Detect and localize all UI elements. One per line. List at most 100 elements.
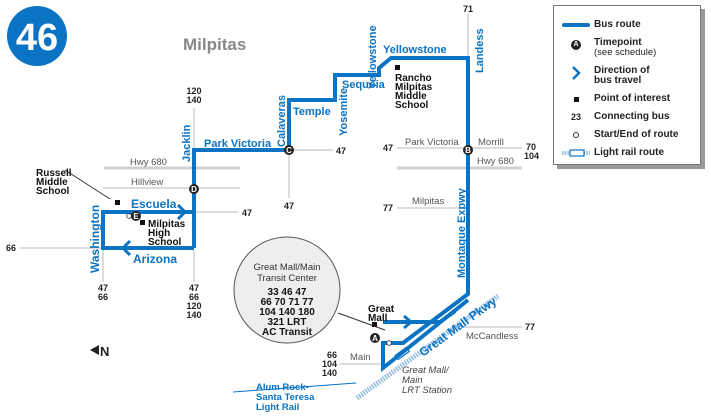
- poi-rancho-line4: School: [395, 100, 429, 111]
- legend-item-connecting-bus: 23 Connecting bus: [554, 108, 700, 126]
- street-temple: Temple: [293, 106, 331, 118]
- cross-milpitas: Milpitas: [412, 196, 444, 207]
- connection-park-victoria-west: 47: [383, 143, 393, 153]
- connection-landess-north: 71: [463, 4, 473, 14]
- transit-center-title-1: Great Mall/Main: [253, 262, 320, 273]
- connection-morrill-east-1: 70: [526, 142, 536, 152]
- poi-rancho-line1: Rancho: [395, 73, 432, 84]
- cross-hillview: Hillview: [131, 177, 163, 188]
- connection-main-west-3: 140: [322, 368, 337, 378]
- point-of-interest-icon: [562, 90, 590, 108]
- poi-milpitas-high-icon: [140, 220, 145, 225]
- connection-jacklin-south-1: 47: [189, 283, 199, 293]
- legend-label: Start/End of route: [594, 129, 679, 140]
- light-rail-label-line2: Santa Teresa: [256, 392, 315, 403]
- connection-jacklin-south-3: 120: [186, 301, 201, 311]
- transit-center-title-2: Transit Center: [257, 273, 317, 284]
- connection-washington-south-2: 66: [98, 292, 108, 302]
- russell-callout-line: [64, 169, 111, 200]
- street-montague: Montague Expwy: [456, 187, 468, 278]
- transit-center-routes-4: 321 LRT: [268, 317, 307, 328]
- cross-morrill: Morrill: [478, 137, 504, 148]
- route-number: 46: [16, 17, 58, 59]
- cross-mccandless: McCandless: [466, 331, 519, 342]
- route-badge: 46: [7, 6, 67, 66]
- connection-washington-south-1: 47: [98, 283, 108, 293]
- poi-great-mall-line1: Great: [368, 304, 395, 315]
- poi-russell-line1: Russell: [36, 168, 72, 179]
- bus-route-loop: [101, 210, 194, 250]
- legend-label: Timepoint: [594, 37, 642, 48]
- poi-milpitas-high-line3: School: [148, 237, 182, 248]
- start-end-icon: [386, 340, 392, 346]
- connection-calaveras-south: 47: [284, 201, 294, 211]
- legend-label: Bus route: [594, 19, 641, 30]
- street-yellowstone-vertical: Yellowstone: [367, 25, 379, 89]
- poi-russell-icon: [115, 200, 120, 205]
- connection-washington-west: 66: [6, 243, 16, 253]
- poi-great-mall-line2: Mall: [368, 313, 388, 324]
- route-badge-circle: [7, 6, 67, 66]
- svg-text:A: A: [372, 334, 378, 343]
- svg-text:B: B: [465, 146, 471, 155]
- poi-great-mall-icon: [372, 322, 377, 327]
- callout-line: [337, 312, 386, 331]
- legend-item-poi: Point of interest: [554, 90, 700, 108]
- legend-sublabel: bus travel: [594, 75, 642, 86]
- transit-center: Great Mall/Main Transit Center 33 46 47 …: [253, 262, 320, 338]
- poi-milpitas-high-line2: High: [148, 228, 170, 239]
- bus-route-mall-loop: [383, 309, 457, 324]
- legend-label: Point of interest: [594, 93, 671, 104]
- transit-center-routes-3: 104 140 180: [259, 307, 315, 318]
- start-end-icon: [562, 126, 590, 144]
- city-label: Milpitas: [183, 35, 246, 54]
- light-rail-label-line1: Alum Rock-: [256, 382, 309, 393]
- connection-calaveras-east: 47: [336, 146, 346, 156]
- transit-center-circle: [233, 236, 341, 344]
- street-park-victoria: Park Victoria: [204, 138, 272, 150]
- transit-center-routes-2: 66 70 71 77: [261, 297, 314, 308]
- connection-mccandless-east: 77: [525, 322, 535, 332]
- direction-chevron-icon: [403, 314, 414, 330]
- timepoint-icon: A: [562, 36, 590, 54]
- street-sequoia: Sequoia: [342, 79, 386, 91]
- legend-item-bus-route: Bus route: [554, 16, 700, 34]
- transit-center-routes-5: AC Transit: [262, 327, 313, 338]
- legend-item-direction: Direction of bus travel: [554, 64, 700, 86]
- direction-chevron-icon: [176, 203, 188, 221]
- direction-chevron-icon: [562, 64, 590, 82]
- legend-item-timepoint: A Timepoint (see schedule): [554, 36, 700, 58]
- svg-text:E: E: [133, 212, 139, 221]
- connection-morrill-east-2: 104: [524, 151, 539, 161]
- timepoint-c[interactable]: C: [284, 145, 294, 155]
- poi-rancho-line3: Middle: [395, 91, 427, 102]
- legend-label: Direction of: [594, 65, 650, 76]
- light-rail-label-line3: Light Rail: [256, 402, 299, 413]
- direction-chevron-icon: [120, 239, 132, 257]
- light-rail-callout-line: [232, 382, 357, 393]
- connection-main-west-2: 104: [322, 359, 337, 369]
- connection-jacklin-top-2: 140: [186, 95, 201, 105]
- svg-text:D: D: [191, 185, 197, 194]
- street-arizona: Arizona: [133, 252, 177, 266]
- start-end-icon: [126, 213, 132, 219]
- lrt-station-line3: LRT Station: [402, 385, 452, 396]
- timepoint-a[interactable]: A: [370, 333, 380, 343]
- poi-rancho-line2: Milpitas: [395, 82, 433, 93]
- bus-route-line-icon: [562, 16, 590, 34]
- connection-jacklin-south-2: 66: [189, 292, 199, 302]
- direction-chevrons: [120, 203, 414, 330]
- timepoint-b[interactable]: B: [463, 145, 473, 155]
- transit-center-routes-1: 33 46 47: [268, 287, 307, 298]
- poi-rancho-icon: [395, 65, 400, 70]
- connection-escuela-east: 47: [242, 208, 252, 218]
- north-arrow-label: N: [100, 344, 109, 359]
- connection-milpitas-west: 77: [383, 203, 393, 213]
- legend: Bus route A Timepoint (see schedule) Dir…: [553, 5, 701, 165]
- street-yellowstone-horizontal: Yellowstone: [383, 44, 447, 56]
- timepoint-d[interactable]: D: [189, 184, 199, 194]
- cross-main: Main: [350, 352, 371, 363]
- timepoint-e[interactable]: E: [131, 211, 141, 221]
- connection-jacklin-south-4: 140: [186, 310, 201, 320]
